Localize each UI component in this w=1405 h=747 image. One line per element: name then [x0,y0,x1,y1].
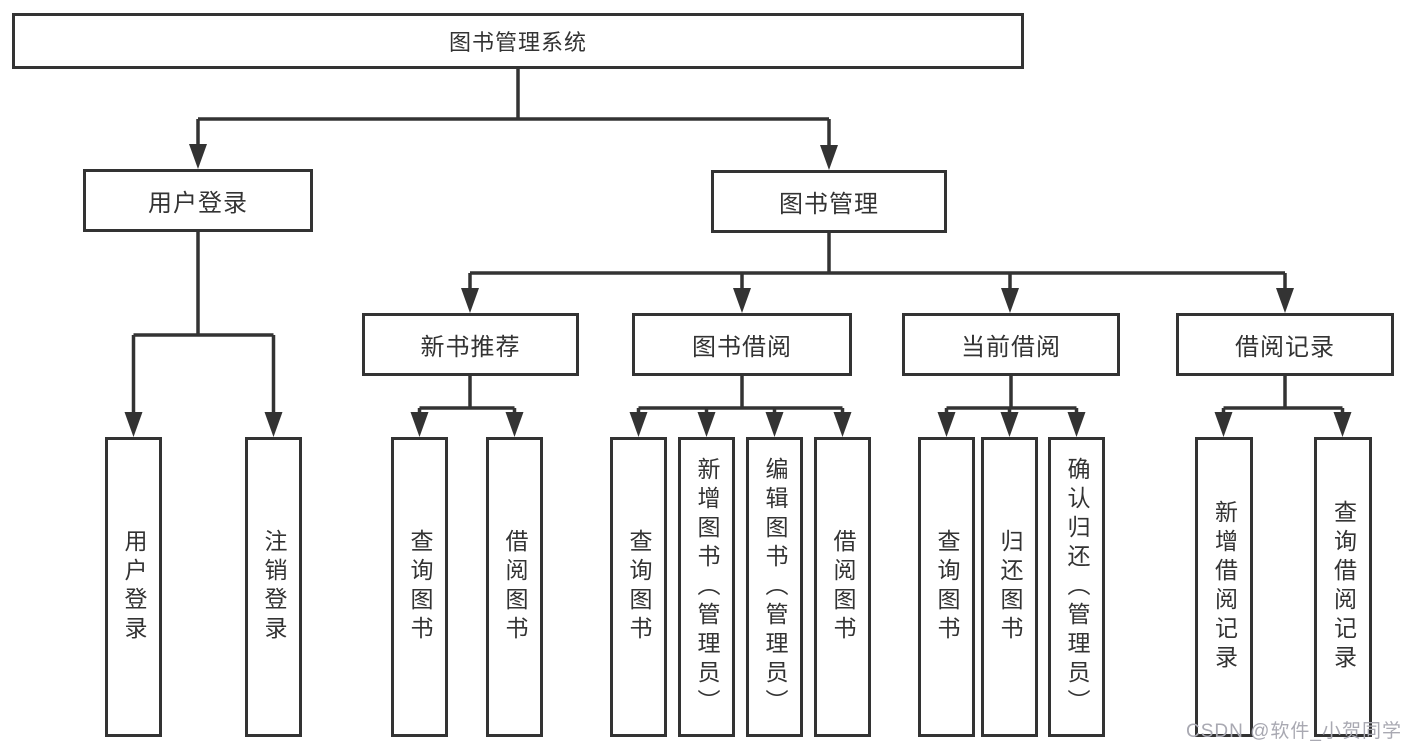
node-label: 新增图书（管理员） [694,456,720,718]
node-label: 当前借阅 [961,334,1061,361]
leaf-query-borrow-record: 查询借阅记录 [1314,437,1372,737]
node-label: 查询借阅记录 [1330,500,1357,674]
leaf-borrow-books-recommend: 借阅图书 [486,437,543,737]
node-label: 新书推荐 [420,334,521,361]
node-root: 图书管理系统 [12,13,1024,69]
leaf-user-login: 用户登录 [105,437,162,737]
node-label: 图书借阅 [692,334,792,361]
node-label: 归还图书 [997,529,1023,645]
node-label: 用户登录 [148,190,248,217]
leaf-return-book: 归还图书 [981,437,1038,737]
node-label: 借阅记录 [1235,334,1335,361]
node-borrowing-records: 借阅记录 [1176,313,1394,376]
node-label: 新增借阅记录 [1211,500,1238,674]
leaf-add-borrow-record: 新增借阅记录 [1195,437,1253,737]
node-book-borrowing: 图书借阅 [632,313,852,376]
node-label: 查询图书 [934,529,960,645]
watermark: CSDN @软件_小贺同学 [1186,721,1402,742]
leaf-logout: 注销登录 [245,437,302,737]
leaf-query-books-borrow: 查询图书 [610,437,667,737]
node-new-book-recommend: 新书推荐 [362,313,579,376]
leaf-edit-book-admin: 编辑图书（管理员） [746,437,803,737]
leaf-query-books-current: 查询图书 [918,437,975,737]
node-label: 图书管理系统 [448,30,587,55]
leaf-add-book-admin: 新增图书（管理员） [678,437,735,737]
node-label: 图书管理 [779,191,879,218]
node-label: 查询图书 [626,529,652,645]
node-label: 借阅图书 [830,529,856,645]
leaf-confirm-return-admin: 确认归还（管理员） [1048,437,1105,737]
node-label: 编辑图书（管理员） [762,456,788,718]
node-label: 确认归还（管理员） [1064,456,1090,718]
node-label: 注销登录 [261,529,287,645]
node-label: 用户登录 [121,529,147,645]
node-label: 借阅图书 [502,529,528,645]
leaf-query-books-recommend: 查询图书 [391,437,448,737]
node-label: 查询图书 [407,529,433,645]
node-current-borrowing: 当前借阅 [902,313,1120,376]
node-book-management: 图书管理 [711,170,947,233]
leaf-borrow-books: 借阅图书 [814,437,871,737]
node-user-login: 用户登录 [83,169,313,232]
